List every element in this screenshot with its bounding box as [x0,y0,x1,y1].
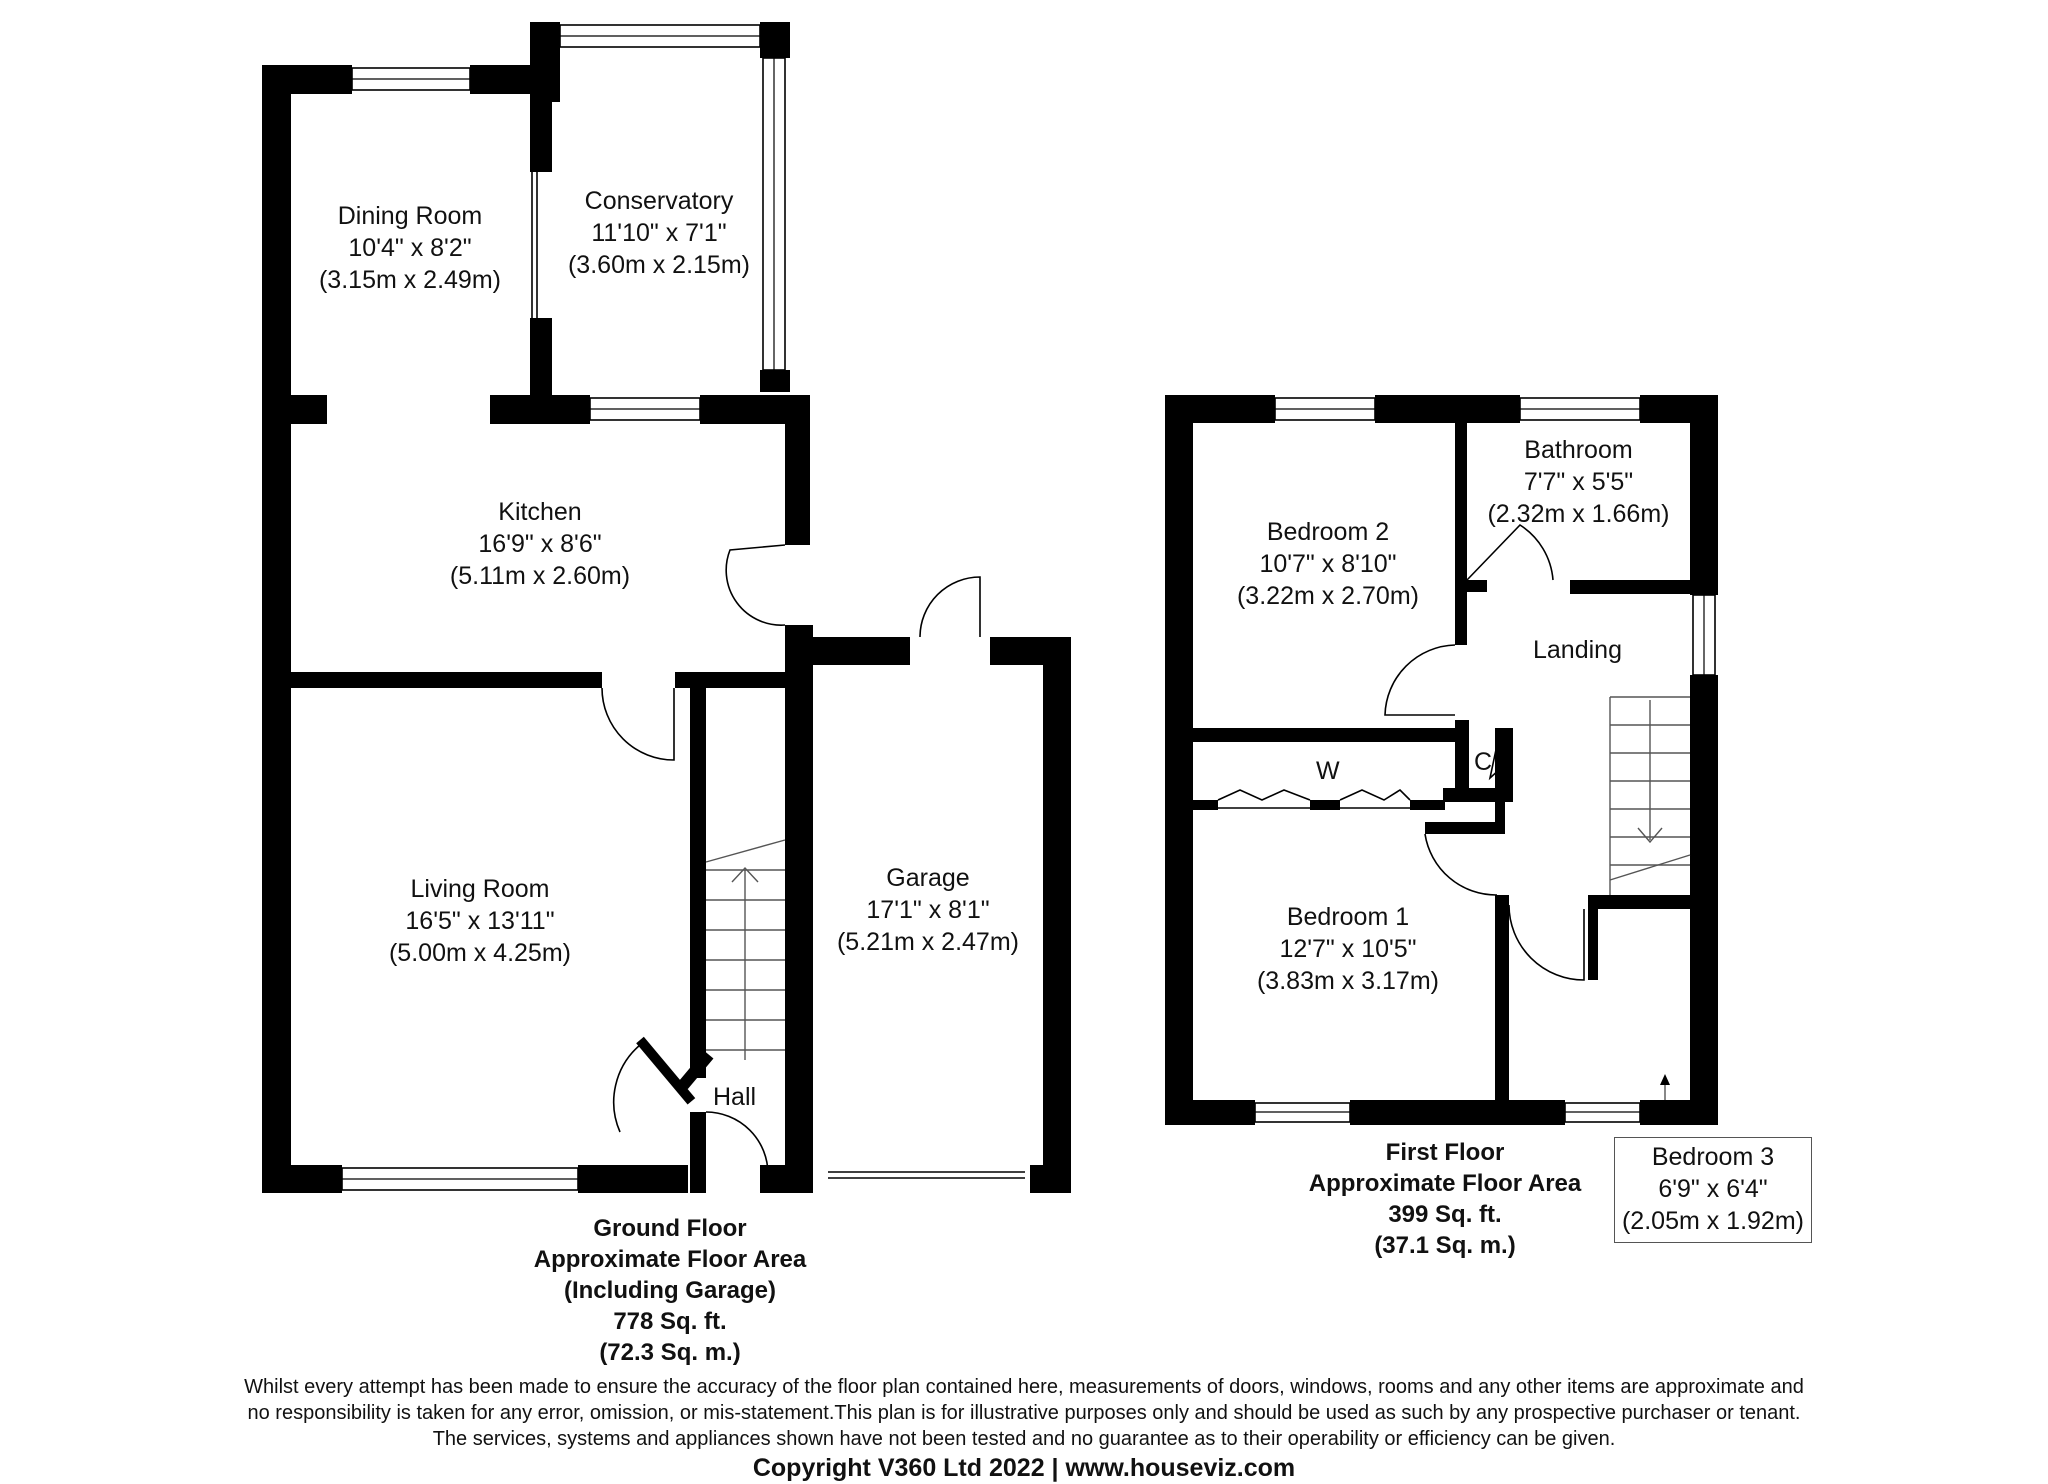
living-room-name: Living Room [410,875,550,903]
ground-floor-area-sqm: (72.3 Sq. m.) [599,1339,741,1366]
ground-floor-doors [601,544,981,1175]
garage-metric: (5.21m x 2.47m) [836,928,1019,956]
kitchen-label: Kitchen 16'9" x 8'6" (5.11m x 2.60m) [390,496,690,592]
conservatory-metric: (3.60m x 2.15m) [567,251,750,279]
bedroom-1-imperial: 12'7" x 10'5" [1279,935,1417,963]
bedroom-2-imperial: 10'7" x 8'10" [1259,550,1397,578]
bedroom-3-label: Bedroom 3 6'9" x 6'4" (2.05m x 1.92m) [1614,1141,1812,1237]
ground-floor-area-note: (Including Garage) [563,1277,776,1304]
kitchen-metric: (5.11m x 2.60m) [449,562,631,590]
dining-room-metric: (3.15m x 2.49m) [318,266,501,294]
dining-room-label: Dining Room 10'4" x 8'2" (3.15m x 2.49m) [290,200,530,296]
bedroom-3-imperial: 6'9" x 6'4" [1658,1175,1768,1203]
dining-room-name: Dining Room [337,202,483,230]
bedroom-3-name: Bedroom 3 [1651,1143,1775,1171]
bedroom-1-metric: (3.83m x 3.17m) [1256,967,1439,995]
first-floor-stairs [1609,696,1691,1100]
cupboard-label: C [1474,748,1493,776]
disclaimer-line-2: no responsibility is taken for any error… [247,1402,1801,1424]
bathroom-label: Bathroom 7'7" x 5'5" (2.32m x 1.66m) [1467,434,1690,530]
living-room-imperial: 16'5" x 13'11" [405,907,555,935]
bedroom-1-name: Bedroom 1 [1286,903,1410,931]
bedroom-2-metric: (3.22m x 2.70m) [1236,582,1419,610]
ground-floor-stairs [705,839,786,1060]
first-floor-area-caption: Approximate Floor Area [1308,1170,1582,1197]
living-room-label: Living Room 16'5" x 13'11" (5.00m x 4.25… [330,873,630,969]
bedroom-1-label: Bedroom 1 12'7" x 10'5" (3.83m x 3.17m) [1213,901,1483,997]
first-floor-area-sqft: 399 Sq. ft. [1388,1201,1502,1228]
hall-label: Hall [713,1083,757,1111]
conservatory-imperial: 11'10" x 7'1" [591,219,727,247]
garage-imperial: 17'1" x 8'1" [866,896,990,924]
ground-floor-area-sqft: 778 Sq. ft. [613,1308,727,1335]
kitchen-imperial: 16'9" x 8'6" [478,530,602,558]
first-floor-area-sqm: (37.1 Sq. m.) [1374,1232,1516,1259]
first-floor-doors [1193,523,1585,981]
ground-floor-area: Ground Floor Approximate Floor Area (Inc… [480,1213,860,1368]
first-floor-windows [1254,397,1716,1123]
garage-label: Garage 17'1" x 8'1" (5.21m x 2.47m) [813,862,1043,958]
disclaimer-line-3: The services, systems and appliances sho… [432,1428,1616,1450]
bathroom-metric: (2.32m x 1.66m) [1487,500,1670,528]
disclaimer-line-1: Whilst every attempt has been made to en… [244,1376,1804,1398]
ground-floor-title: Ground Floor [593,1215,747,1242]
bedroom-2-label: Bedroom 2 10'7" x 8'10" (3.22m x 2.70m) [1203,516,1453,612]
kitchen-name: Kitchen [498,498,582,526]
landing-label: Landing [1533,636,1622,664]
bedroom-2-name: Bedroom 2 [1266,518,1390,546]
living-room-metric: (5.00m x 4.25m) [388,939,571,967]
conservatory-label: Conservatory 11'10" x 7'1" (3.60m x 2.15… [555,185,763,281]
garage-name: Garage [886,864,970,892]
first-floor-area: First Floor Approximate Floor Area 399 S… [1250,1137,1640,1261]
disclaimer-text: Whilst every attempt has been made to en… [0,1374,2048,1452]
bedroom-3-metric: (2.05m x 1.92m) [1621,1207,1804,1235]
wardrobe-label: W [1316,757,1340,785]
ground-floor-walls [262,22,1071,1193]
bathroom-imperial: 7'7" x 5'5" [1523,468,1634,496]
copyright-text: Copyright V360 Ltd 2022 | www.houseviz.c… [752,1454,1296,1482]
ground-floor-windows [341,24,1025,1191]
first-floor-walls [1165,395,1718,1125]
conservatory-name: Conservatory [584,187,734,215]
bathroom-name: Bathroom [1524,436,1633,464]
ground-floor-area-caption: Approximate Floor Area [533,1246,807,1273]
first-floor-title: First Floor [1385,1139,1505,1166]
dining-room-imperial: 10'4" x 8'2" [348,234,472,262]
bedroom-3-callout [1614,1137,1812,1243]
